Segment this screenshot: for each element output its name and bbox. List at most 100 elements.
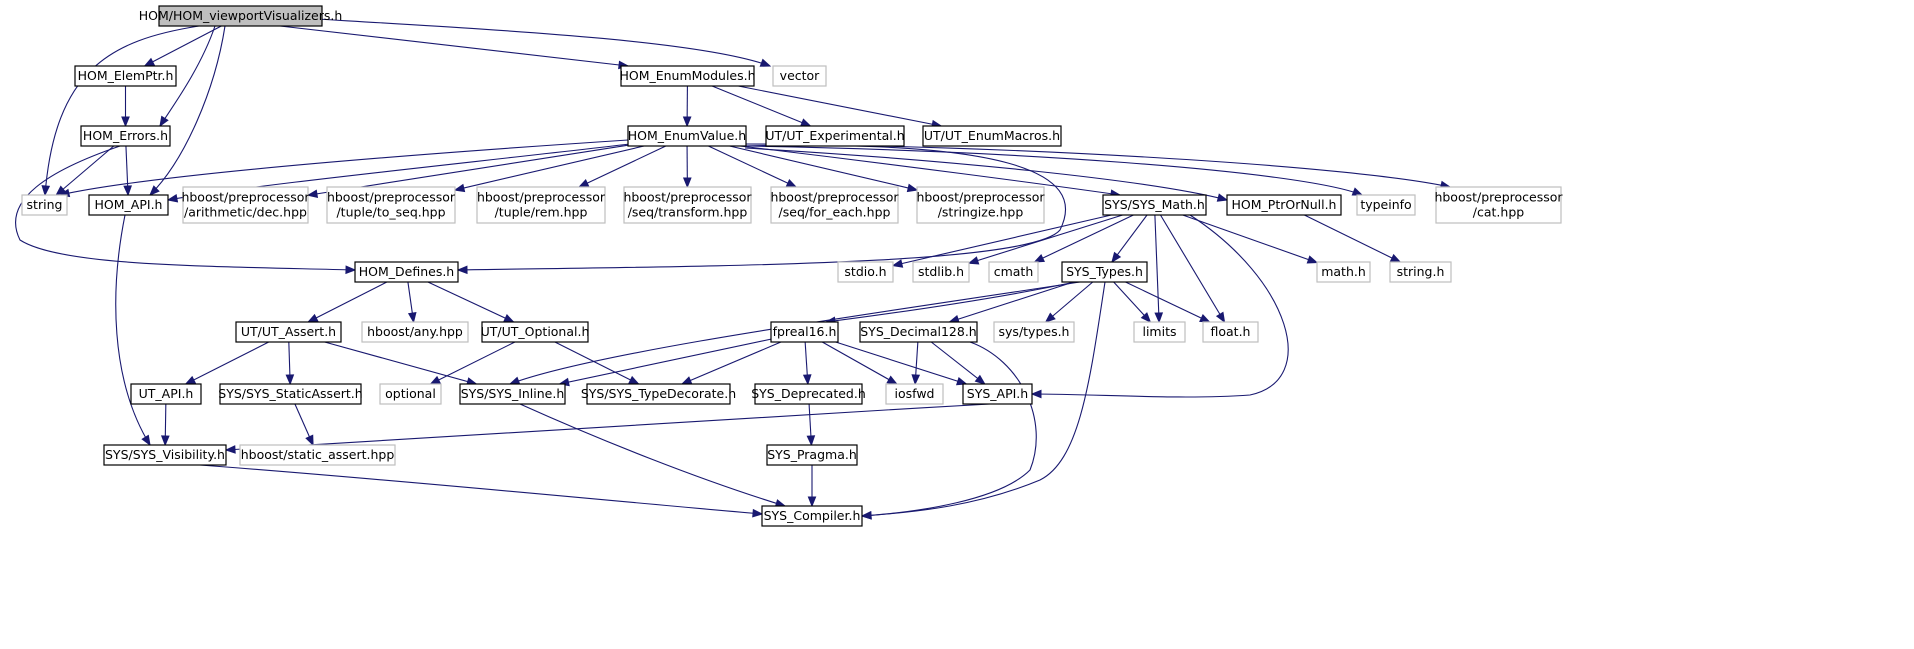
edge-utassert-to-sysinline (324, 341, 477, 385)
edge-decimal128-to-compiler (861, 341, 1037, 517)
edge-enummodules-to-ut_experimental (711, 85, 811, 127)
node-pp_foreach[interactable]: hboost/preprocessor/seq/for_each.hpp (770, 186, 899, 224)
node-iosfwd[interactable]: iosfwd (885, 383, 944, 405)
node-label-utapi-line-0: UT_API.h (139, 386, 194, 401)
node-pp_stringize[interactable]: hboost/preprocessor/stringize.hpp (916, 186, 1045, 224)
node-utapi[interactable]: UT_API.h (130, 383, 202, 405)
node-label-fpreal16-line-0: fpreal16.h (773, 324, 837, 339)
edge-sysmath-to-stdio-arrowhead (891, 259, 904, 268)
node-label-ut_enummacros-line-0: UT/UT_EnumMacros.h (924, 128, 1060, 143)
node-box-cmath (988, 261, 1039, 283)
node-sysmath[interactable]: SYS/SYS_Math.h (1102, 194, 1207, 216)
node-root[interactable]: HOM/HOM_viewportVisualizers.h (139, 5, 343, 27)
node-stdio[interactable]: stdio.h (837, 261, 894, 283)
node-label-elemptr-line-0: HOM_ElemPtr.h (78, 68, 174, 83)
node-box-ptrornull (1226, 194, 1342, 216)
node-box-pp_cat (1435, 186, 1562, 224)
node-label-decimal128-line-0: SYS_Decimal128.h (860, 324, 976, 339)
edge-ptrornull-to-stringh (1304, 214, 1401, 263)
node-ut_experimental[interactable]: UT/UT_Experimental.h (765, 125, 905, 147)
node-pp_rem[interactable]: hboost/preprocessor/tuple/rem.hpp (476, 186, 606, 224)
edge-enumvalue-to-defines (457, 144, 1066, 271)
node-utassert[interactable]: UT/UT_Assert.h (235, 321, 342, 343)
node-string[interactable]: string (21, 194, 68, 216)
node-sysapi[interactable]: SYS_API.h (962, 383, 1033, 405)
node-box-optional (379, 383, 442, 405)
node-label-hboost_any-line-0: hboost/any.hpp (367, 324, 463, 339)
node-fpreal16[interactable]: fpreal16.h (770, 321, 839, 343)
node-pp_cat[interactable]: hboost/preprocessor/cat.hpp (1434, 186, 1563, 224)
node-pp_dec[interactable]: hboost/preprocessor/arithmetic/dec.hpp (181, 186, 310, 224)
node-floath[interactable]: float.h (1202, 321, 1259, 343)
node-label-pragma-line-0: SYS_Pragma.h (767, 447, 857, 462)
node-visibility[interactable]: SYS/SYS_Visibility.h (103, 444, 227, 466)
node-elemptr[interactable]: HOM_ElemPtr.h (74, 65, 177, 87)
node-pragma[interactable]: SYS_Pragma.h (766, 444, 858, 466)
node-box-pp_toseq (326, 186, 456, 224)
edge-enumvalue-to-pp_rem (578, 145, 667, 188)
edge-root-to-string-arrowhead (41, 185, 51, 197)
edge-defines-to-utoptional-arrowhead (503, 314, 515, 323)
node-cmath[interactable]: cmath (988, 261, 1039, 283)
node-optional[interactable]: optional (379, 383, 442, 405)
node-deprecated[interactable]: SYS_Deprecated.h (751, 383, 866, 405)
node-ut_enummacros[interactable]: UT/UT_EnumMacros.h (922, 125, 1062, 147)
node-staticassert[interactable]: SYS/SYS_StaticAssert.h (218, 383, 363, 405)
node-hboost_any[interactable]: hboost/any.hpp (361, 321, 469, 343)
edge-enumvalue-to-pp_stringize-arrowhead (906, 183, 919, 193)
node-systypes[interactable]: SYS_Types.h (1061, 261, 1148, 283)
edge-root-to-elemptr (144, 25, 222, 67)
node-box-pp_dec (182, 186, 309, 224)
node-label-sysinline-line-0: SYS/SYS_Inline.h (461, 386, 565, 401)
edge-fpreal16-to-iosfwd (821, 341, 898, 385)
node-utoptional[interactable]: UT/UT_Optional.h (481, 321, 590, 343)
edge-enumvalue-to-homapi-arrowhead (166, 194, 179, 203)
node-typedecorate[interactable]: SYS/SYS_TypeDecorate.h (581, 383, 736, 405)
node-mathh[interactable]: math.h (1316, 261, 1371, 283)
node-box-limits (1133, 321, 1186, 343)
node-label-vector-line-0: vector (780, 68, 821, 83)
edge-fpreal16-to-sysinline (559, 338, 772, 385)
node-label-utoptional-line-0: UT/UT_Optional.h (481, 324, 590, 339)
node-label-optional-line-0: optional (385, 386, 436, 401)
edge-sysmath-to-systypes (1111, 214, 1148, 263)
node-label-stdlib-line-0: stdlib.h (918, 264, 964, 279)
node-pp_transform[interactable]: hboost/preprocessor/seq/transform.hpp (623, 186, 752, 224)
edge-enumvalue-to-ptrornull (744, 147, 1228, 201)
edge-sysmath-to-limits (1154, 214, 1160, 323)
node-ptrornull[interactable]: HOM_PtrOrNull.h (1226, 194, 1342, 216)
node-label-pp_toseq-line-0: hboost/preprocessor (327, 190, 456, 205)
node-compiler[interactable]: SYS_Compiler.h (761, 505, 863, 527)
edge-sysmath-to-mathh (1182, 214, 1318, 264)
node-label-sysmath-line-0: SYS/SYS_Math.h (1104, 197, 1205, 212)
edge-sysinline-to-compiler (519, 403, 786, 507)
node-sysinline[interactable]: SYS/SYS_Inline.h (459, 383, 566, 405)
node-label-typeinfo-line-0: typeinfo (1360, 197, 1411, 212)
edge-utassert-to-utapi (185, 341, 269, 385)
node-systypesh[interactable]: sys/types.h (993, 321, 1075, 343)
node-vector[interactable]: vector (772, 65, 827, 87)
edge-defines-to-utassert-arrowhead (306, 313, 319, 323)
edge-errors-to-string (55, 145, 115, 196)
node-box-hboost_any (361, 321, 469, 343)
node-box-pp_rem (476, 186, 606, 224)
node-box-systypesh (993, 321, 1075, 343)
node-stringh[interactable]: string.h (1389, 261, 1452, 283)
node-limits[interactable]: limits (1133, 321, 1186, 343)
node-typeinfo[interactable]: typeinfo (1356, 194, 1416, 216)
node-stdlib[interactable]: stdlib.h (912, 261, 970, 283)
node-box-utapi (130, 383, 202, 405)
node-hboost_static_assert[interactable]: hboost/static_assert.hpp (239, 444, 396, 466)
node-enumvalue[interactable]: HOM_EnumValue.h (627, 125, 747, 147)
node-box-fpreal16 (770, 321, 839, 343)
node-defines[interactable]: HOM_Defines.h (354, 261, 459, 283)
node-decimal128[interactable]: SYS_Decimal128.h (859, 321, 978, 343)
node-box-visibility (103, 444, 227, 466)
node-box-errors (80, 125, 171, 147)
node-errors[interactable]: HOM_Errors.h (80, 125, 171, 147)
node-enummodules[interactable]: HOM_EnumModules.h (619, 65, 756, 87)
node-homapi[interactable]: HOM_API.h (88, 194, 169, 216)
node-pp_toseq[interactable]: hboost/preprocessor/tuple/to_seq.hpp (326, 186, 456, 224)
edge-enummodules-to-ut_enummacros (738, 85, 942, 127)
